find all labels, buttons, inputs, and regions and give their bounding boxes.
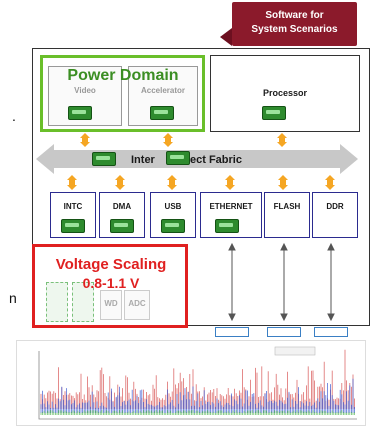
flash-label: FLASH [273, 202, 301, 211]
dma-box: DMA [99, 192, 145, 238]
fabric-power-chip-left [92, 152, 116, 166]
ethernet-box: ETHERNET [200, 192, 262, 238]
accelerator-power-chip [150, 106, 174, 120]
flash-box: FLASH [264, 192, 310, 238]
wd-block [100, 290, 122, 320]
accelerator-fabric-arrow [163, 133, 173, 147]
intc-label: INTC [63, 202, 83, 211]
fabric-power-chip-mid [166, 151, 190, 165]
software-scenarios-box: Software for System Scenarios [220, 2, 357, 46]
usb-box: USB [150, 192, 196, 238]
power-trace-chart [16, 340, 366, 426]
adc-block [124, 290, 150, 320]
processor-box [210, 55, 360, 132]
io-pad-3 [314, 327, 348, 337]
left-text-top: . [12, 108, 16, 124]
adc-label: ADC [128, 299, 146, 308]
flash-fabric-arrow [278, 175, 288, 190]
io-pad-1 [215, 327, 249, 337]
intc-fabric-arrow [67, 175, 77, 190]
dma-power-chip [110, 219, 134, 233]
ddr-label: DDR [326, 202, 344, 211]
trace-legend-box [274, 346, 316, 356]
processor-power-chip [262, 106, 286, 120]
trace-green [40, 410, 355, 415]
voltage-range: 0.8-1.1 V [82, 275, 140, 291]
dma-label: DMA [112, 202, 132, 211]
intc-power-chip [61, 219, 85, 233]
ethernet-fabric-arrow [225, 175, 235, 190]
interconnect-fabric-arrow [36, 144, 358, 174]
video-label: Video [74, 86, 96, 95]
usb-fabric-arrow [167, 175, 177, 190]
trace-blue [40, 378, 355, 413]
ddr-box: DDR [312, 192, 358, 238]
power-trace-svg [38, 346, 357, 420]
processor-label: Processor [262, 88, 308, 98]
software-label-line2: System Scenarios [251, 24, 338, 35]
ddr-fabric-arrow [325, 175, 335, 190]
processor-fabric-arrow [277, 133, 287, 147]
video-fabric-arrow [80, 133, 90, 147]
dma-fabric-arrow [115, 175, 125, 190]
left-text-bottom: n [9, 290, 17, 306]
usb-power-chip [161, 219, 185, 233]
timer-block-1 [46, 282, 68, 322]
power-domain-title: Power Domain [67, 67, 179, 84]
timer-block-2 [72, 282, 94, 322]
io-pad-2 [267, 327, 301, 337]
wd-label: WD [104, 299, 118, 308]
ethernet-label: ETHERNET [209, 202, 253, 211]
accelerator-label: Accelerator [140, 86, 186, 95]
intc-box: INTC [50, 192, 96, 238]
software-label-line1: Software for [265, 10, 324, 21]
trace-axes [38, 351, 357, 420]
fabric-label-right: ect Fabric [190, 154, 242, 166]
voltage-scaling-title: Voltage Scaling [55, 256, 167, 273]
video-power-chip [68, 106, 92, 120]
fabric-label-left: Inter [131, 154, 155, 166]
ethernet-power-chip [215, 219, 239, 233]
usb-label: USB [164, 202, 182, 211]
